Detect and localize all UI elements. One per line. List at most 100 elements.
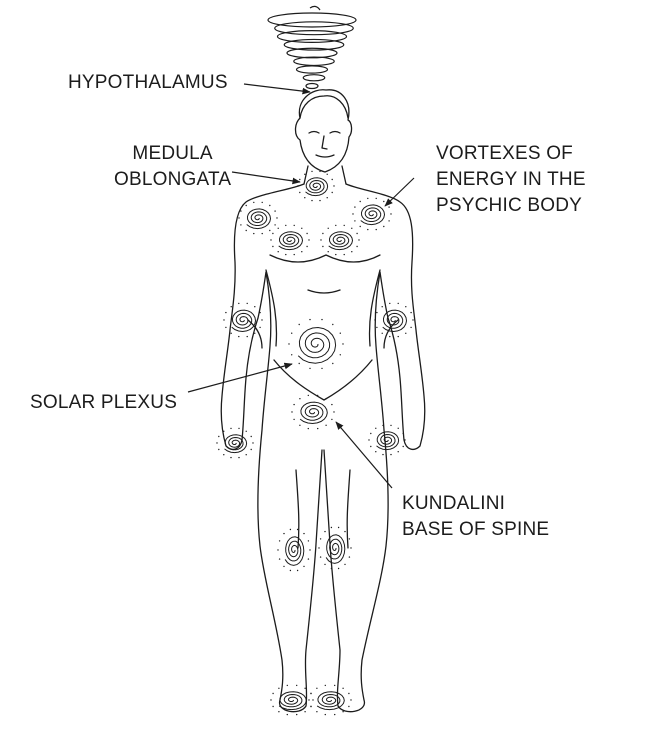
vortex-halo-dot [296, 569, 299, 572]
vortex-halo-dot [278, 540, 281, 542]
vortex-halo-dot [410, 311, 412, 314]
vortex-halo-dot [325, 398, 327, 400]
vortex-halo-dot [277, 251, 279, 253]
vortex-halo-dot [342, 711, 344, 713]
cone-ring [274, 21, 354, 36]
vortex-halo-dot [359, 200, 361, 203]
neck-outline [303, 165, 347, 185]
vortex-halo-dot [327, 227, 329, 229]
vortex-halo-dot [339, 332, 341, 334]
vortex-halo-dot [272, 232, 274, 235]
vortex-swirl [278, 231, 304, 251]
vortex-halo-dot [389, 302, 391, 305]
vortex-halo-dot [368, 439, 370, 441]
vortex-halo-dot [402, 445, 404, 448]
hypothalamus-text: HYPOTHALAMUS [68, 72, 228, 93]
vortex-halo-dot [388, 220, 390, 222]
vortex-halo-dot [296, 528, 299, 531]
vortex-halo-dot [343, 253, 345, 256]
vortex-halo-dot [390, 213, 392, 215]
vortex-halo-dot [306, 245, 308, 248]
vortex-swirl [325, 534, 346, 564]
vortex-halo-dot [331, 418, 333, 421]
vortex-halo-dot [382, 453, 384, 456]
vortex-halo-dot [223, 454, 225, 456]
vortex-halo-dot [376, 311, 378, 314]
vortex-halo-dot [285, 253, 287, 256]
vortex-halo-dot [283, 565, 285, 568]
vortex-halo-dot [246, 302, 248, 305]
kundalini-line-2: BASE OF SPINE [402, 519, 550, 540]
vortex-halo-dot [291, 354, 293, 356]
vortex-halo-dot [296, 684, 298, 687]
vortex-halo-dot [304, 197, 306, 199]
vortex-halo-dot [293, 224, 295, 227]
vortex-halo-dot [390, 424, 392, 427]
vortex-halo-dot [240, 224, 242, 226]
vortex-halo-dot [331, 403, 333, 406]
vortex-halo-dot [337, 526, 340, 529]
vortex-halo-dot [390, 453, 392, 456]
vortex-halo-dot [253, 201, 255, 204]
vortex-halo-dot [303, 532, 305, 535]
vortex-halo-dot [254, 306, 256, 308]
vortex-swirl [231, 309, 257, 333]
vortex-halo-dot [310, 705, 312, 708]
vortex-halo-dot [358, 239, 360, 241]
vortex-halo-dot [311, 199, 313, 202]
vortex-halo-dot [374, 319, 376, 321]
vortex-halo-dot [299, 398, 301, 400]
vortex-halo-dot [317, 394, 319, 397]
vortex-halo-dot [397, 302, 399, 305]
vortex-halo-dot [354, 206, 356, 208]
cone-ring [267, 12, 357, 28]
vortex-halo-dot [277, 549, 279, 551]
vortex-halo-dot [218, 435, 220, 438]
cone-ring [276, 30, 348, 43]
vortex-halo-dot [389, 335, 391, 338]
vortex-halo-dot [335, 253, 337, 256]
vortex-halo-dot [330, 567, 333, 570]
vortex-halo-dot [291, 332, 293, 334]
vortex-halo-dot [291, 411, 293, 413]
vortex-halo-dot [270, 239, 272, 241]
vortex-halo-dot [383, 225, 385, 228]
vortex-halo-dot [351, 227, 353, 229]
vortex-halo-dot [324, 684, 326, 687]
vortex-halo-dot [352, 213, 354, 215]
vortex-halo-dot [324, 530, 326, 533]
vortex-halo-dot [269, 229, 271, 232]
vortex-halo-dot [278, 687, 280, 689]
vortex-halo-dot [311, 170, 313, 173]
head-outline [294, 89, 353, 173]
vortex-halo-dot [319, 170, 321, 173]
right-side-outline [323, 183, 426, 713]
vortex-swirl [284, 536, 305, 566]
vortex-halo-dot [304, 687, 306, 689]
vortex-halo-dot [325, 424, 327, 426]
vortex-halo-dot [216, 442, 218, 444]
cone-ring [295, 65, 329, 74]
vortex-halo-dot [375, 451, 377, 453]
vortex-halo-dot [344, 563, 346, 566]
vortex-swirl [297, 326, 337, 364]
label-hypothalamus: HYPOTHALAMUS [68, 70, 228, 96]
human-figure-outline [220, 89, 426, 713]
vortex-halo-dot [283, 532, 285, 535]
vortex-halo-dot [351, 251, 353, 253]
vortex-halo-dot [240, 210, 242, 212]
leg-details [295, 469, 351, 549]
vortexes-line-2: ENERGY IN THE [436, 169, 586, 190]
vortex-halo-dot [327, 251, 329, 253]
vortex-swirl [246, 208, 272, 230]
vortex-swirl [328, 231, 354, 251]
hypothalamus-pointer [243, 83, 311, 95]
vortex-halo-dot [250, 435, 252, 438]
vortex-halo-dot [252, 442, 254, 444]
vortex-swirl [305, 177, 329, 197]
vortexes-line-1: VORTEXES OF [436, 143, 573, 164]
vortex-halo-dot [324, 713, 326, 716]
solar-plexus-pointer [187, 362, 293, 393]
label-kundalini: KUNDALINI BASE OF SPINE [402, 491, 549, 543]
vortex-halo-dot [309, 367, 311, 370]
